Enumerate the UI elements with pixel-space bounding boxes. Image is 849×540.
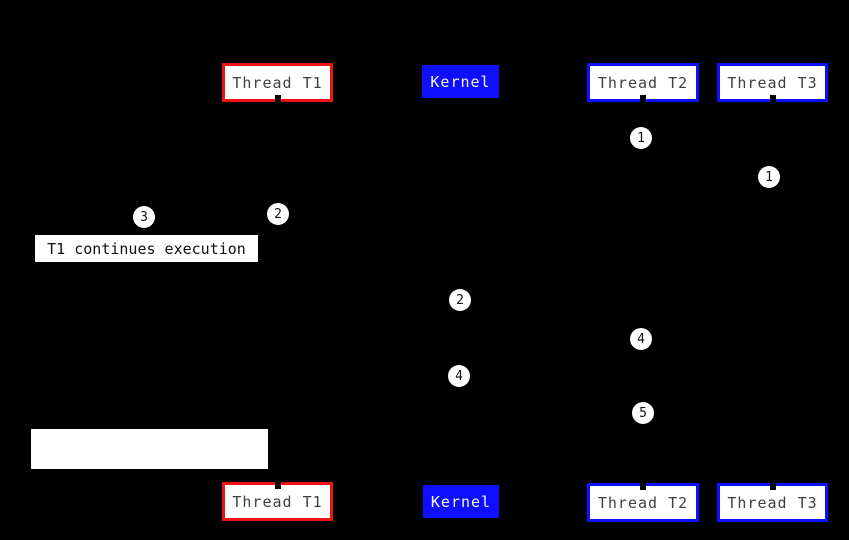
thread-t1-label-bottom: Thread T1 xyxy=(232,492,323,511)
lifeline-stub xyxy=(769,95,776,102)
step-marker: 4 xyxy=(630,328,652,350)
step-marker: 1 xyxy=(630,127,652,149)
lifeline-stub xyxy=(274,482,281,489)
thread-t3-label-top: Thread T3 xyxy=(727,73,818,92)
thread-t1-box-bottom: Thread T1 xyxy=(222,482,333,521)
thread-t2-label-top: Thread T2 xyxy=(597,73,689,92)
lifeline-stub xyxy=(769,483,776,490)
step-marker: 4 xyxy=(448,365,470,387)
t1-continues-annotation: T1 continues execution xyxy=(35,235,258,262)
kernel-box-top: Kernel xyxy=(422,65,499,98)
thread-t2-box-bottom: Thread T2 xyxy=(587,483,699,522)
thread-t3-box-top: Thread T3 xyxy=(717,63,828,102)
lifeline-stub xyxy=(274,95,281,102)
lifeline-stub xyxy=(640,95,646,102)
thread-t1-box-top: Thread T1 xyxy=(222,63,333,102)
kernel-label-bottom: Kernel xyxy=(430,492,492,511)
thread-t2-box-top: Thread T2 xyxy=(587,63,699,102)
step-marker: 5 xyxy=(632,402,654,424)
step-marker: 1 xyxy=(758,166,780,188)
thread-t3-box-bottom: Thread T3 xyxy=(717,483,828,522)
thread-t3-label-bottom: Thread T3 xyxy=(727,493,818,512)
step-marker: 2 xyxy=(267,203,289,225)
kernel-label-top: Kernel xyxy=(430,72,491,91)
step-marker: 3 xyxy=(133,206,155,228)
thread-t2-label-bottom: Thread T2 xyxy=(597,493,689,512)
step-marker: 2 xyxy=(449,289,471,311)
blank-label-box xyxy=(31,429,268,469)
lifeline-stub xyxy=(640,483,646,490)
thread-t1-label-top: Thread T1 xyxy=(232,73,323,92)
kernel-box-bottom: Kernel xyxy=(423,485,499,518)
